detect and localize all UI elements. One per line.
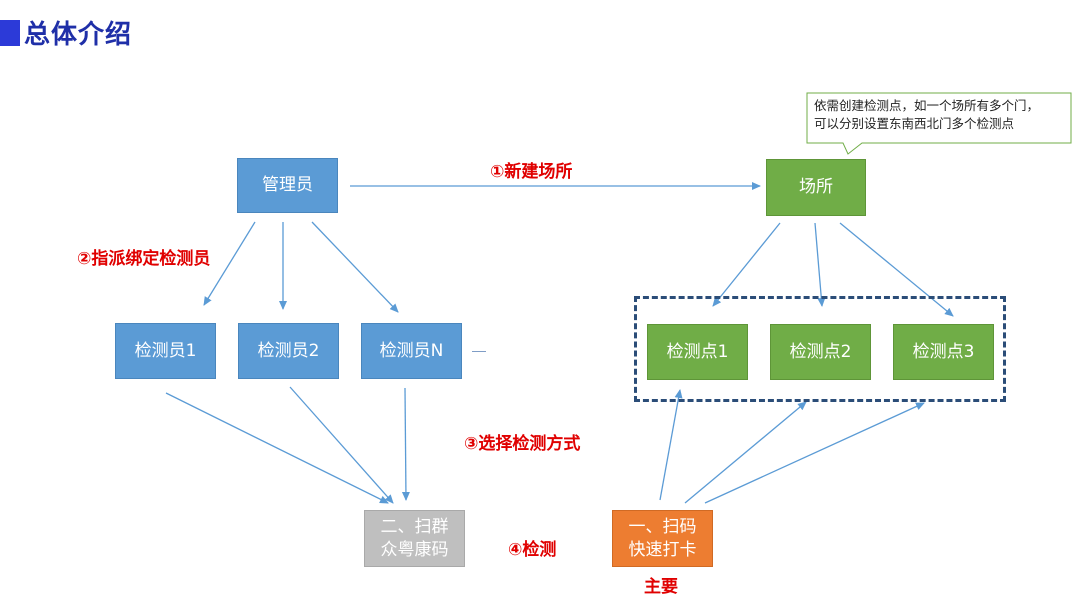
arrow-venue-to-point-3 <box>839 222 954 317</box>
node-inspector-1-label: 检测员1 <box>134 340 197 361</box>
node-inspector-2: 检测员2 <box>238 323 339 379</box>
arrow-admin-to-inspector-n <box>311 221 399 313</box>
arrow-venue-to-point-1 <box>712 222 781 307</box>
node-admin: 管理员 <box>237 158 338 213</box>
node-point-1: 检测点1 <box>647 324 748 380</box>
callout-line-1: 依需创建检测点，如一个场所有多个门， <box>814 98 1040 113</box>
node-inspector-n-label: 检测员N <box>379 340 444 361</box>
node-scan-group-line-1: 二、扫群 <box>380 516 449 537</box>
node-inspector-2-label: 检测员2 <box>257 340 320 361</box>
callout-line-2: 可以分别设置东南西北门多个检测点 <box>814 116 1015 132</box>
arrow-checkin-to-point-1 <box>659 389 683 501</box>
arrow-venue-to-point-2 <box>814 222 826 307</box>
node-quick-checkin-line-2: 快速打卡 <box>628 539 697 560</box>
label-step-4: ④检测 <box>508 540 557 560</box>
arrow-checkin-to-point-2 <box>684 401 807 504</box>
label-step-2: ②指派绑定检测员 <box>77 249 211 269</box>
arrow-inspector-2-to-scan <box>289 386 394 504</box>
node-point-2: 检测点2 <box>770 324 871 380</box>
node-scan-group-code: 二、扫群 众粤康码 <box>364 510 465 567</box>
node-venue: 场所 <box>766 159 866 216</box>
node-inspector-1: 检测员1 <box>115 323 216 379</box>
arrow-admin-to-inspector-1 <box>203 221 256 306</box>
node-admin-label: 管理员 <box>262 175 313 196</box>
label-step-1: ①新建场所 <box>490 162 573 182</box>
node-point-3: 检测点3 <box>893 324 994 380</box>
inspection-points-group <box>634 296 1006 402</box>
title-accent-bar <box>0 20 20 46</box>
callout-bubble <box>806 92 1072 155</box>
node-quick-checkin-line-1: 一、扫码 <box>628 516 697 537</box>
node-venue-label: 场所 <box>799 177 833 198</box>
page-title: 总体介绍 <box>24 20 133 50</box>
arrow-checkin-to-point-3 <box>704 402 925 504</box>
node-inspector-n: 检测员N <box>361 323 462 379</box>
node-point-2-label: 检测点2 <box>789 341 852 362</box>
connector-stub <box>472 351 486 352</box>
node-scan-group-line-2: 众粤康码 <box>380 539 449 560</box>
node-point-1-label: 检测点1 <box>666 341 729 362</box>
label-main: 主要 <box>644 577 678 597</box>
arrow-inspector-n-to-scan <box>401 387 410 501</box>
arrow-inspector-1-to-scan <box>165 392 389 504</box>
node-point-3-label: 检测点3 <box>912 341 975 362</box>
label-step-3: ③选择检测方式 <box>464 434 581 454</box>
callout-note: 依需创建检测点，如一个场所有多个门， 可以分别设置东南西北门多个检测点 <box>804 93 1068 143</box>
node-quick-checkin: 一、扫码 快速打卡 <box>612 510 713 567</box>
